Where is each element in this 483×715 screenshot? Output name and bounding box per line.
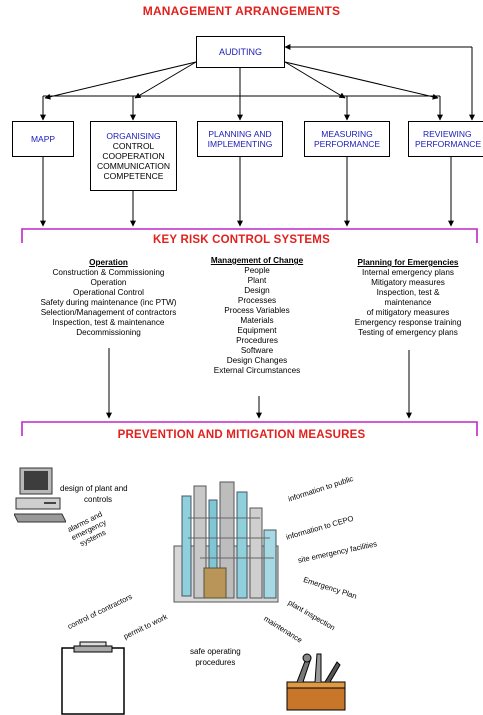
measuring-label-1: MEASURING: [321, 129, 373, 139]
operation-heading: Operation: [89, 258, 128, 267]
control-label: CONTROL: [112, 141, 155, 151]
auditing-box: AUDITING: [196, 36, 285, 68]
design-label-line-1: design of plant and: [60, 484, 128, 493]
cooperation-label: COOPERATION: [102, 151, 165, 161]
krcs-bar: [21, 228, 478, 243]
planning-label-2: IMPLEMENTING: [207, 139, 273, 149]
list-item: Design Changes: [226, 356, 288, 365]
list-item: Process Variables: [224, 306, 290, 315]
list-item: Decommissioning: [76, 328, 141, 337]
list-item: Equipment: [237, 326, 277, 335]
measuring-label-2: PERFORMANCE: [313, 139, 381, 149]
list-item: of mitigatory measures: [366, 308, 450, 317]
list-item: Processes: [237, 296, 277, 305]
list-item: Operational Control: [73, 288, 144, 297]
emergencies-column: Planning for Emergencies Internal emerge…: [336, 258, 480, 338]
list-item: maintenance: [384, 298, 432, 307]
list-item: Construction & Commissioning: [52, 268, 165, 277]
page-title: MANAGEMENT ARRANGEMENTS: [142, 4, 341, 18]
sop-label-line-2: procedures: [195, 658, 236, 667]
planning-label-1: PLANNING AND: [208, 129, 272, 139]
list-item: Materials: [240, 316, 274, 325]
emergencies-heading: Planning for Emergencies: [357, 258, 459, 267]
toolbox-icon: [286, 653, 346, 711]
computer-icon: [14, 467, 66, 523]
mapp-box: MAPP: [12, 121, 74, 157]
pmm-bar: [21, 421, 478, 436]
list-item: External Circumstances: [213, 366, 301, 375]
list-item: Design: [244, 286, 270, 295]
change-heading: Management of Change: [210, 256, 304, 265]
organising-label: ORGANISING: [106, 131, 161, 141]
clipboard-icon: [61, 641, 125, 715]
list-item: Testing of emergency plans: [358, 328, 458, 337]
list-item: Inspection, test &: [376, 288, 440, 297]
operation-column: Operation Construction & Commissioning O…: [17, 258, 200, 338]
list-item: Mitigatory measures: [371, 278, 445, 287]
communication-label: COMMUNICATION: [96, 161, 171, 171]
list-item: People: [244, 266, 270, 275]
list-item: Safety during maintenance (inc PTW): [40, 298, 177, 307]
mapp-label: MAPP: [30, 134, 56, 144]
design-of-plant-label: design of plant and controls: [60, 483, 128, 505]
change-column: Management of Change People Plant Design…: [196, 256, 318, 376]
process-plant-icon: [173, 481, 279, 603]
list-item: Operation: [90, 278, 127, 287]
planning-box: PLANNING AND IMPLEMENTING: [197, 121, 283, 157]
sop-label-line-1: safe operating: [190, 647, 241, 656]
krcs-title: KEY RISK CONTROL SYSTEMS: [153, 234, 330, 246]
list-item: Internal emergency plans: [362, 268, 454, 277]
list-item: Selection/Management of contractors: [40, 308, 177, 317]
list-item: Plant: [247, 276, 267, 285]
organising-box: ORGANISING CONTROL COOPERATION COMMUNICA…: [90, 121, 177, 191]
list-item: Procedures: [236, 336, 278, 345]
measuring-box: MEASURING PERFORMANCE: [304, 121, 390, 157]
reviewing-label-1: REVIEWING: [423, 129, 472, 139]
safe-operating-procedures-label: safe operating procedures: [190, 646, 241, 668]
design-label-line-2: controls: [84, 495, 113, 504]
list-item: Emergency response training: [354, 318, 462, 327]
reviewing-label-2: PERFORMANCE: [415, 139, 482, 149]
competence-label: COMPETENCE: [103, 171, 164, 181]
pmm-title: PREVENTION AND MITIGATION MEASURES: [117, 429, 366, 441]
reviewing-box: REVIEWING PERFORMANCE: [408, 121, 483, 157]
list-item: Inspection, test & maintenance: [52, 318, 165, 327]
list-item: Software: [240, 346, 274, 355]
auditing-label: AUDITING: [218, 47, 262, 57]
